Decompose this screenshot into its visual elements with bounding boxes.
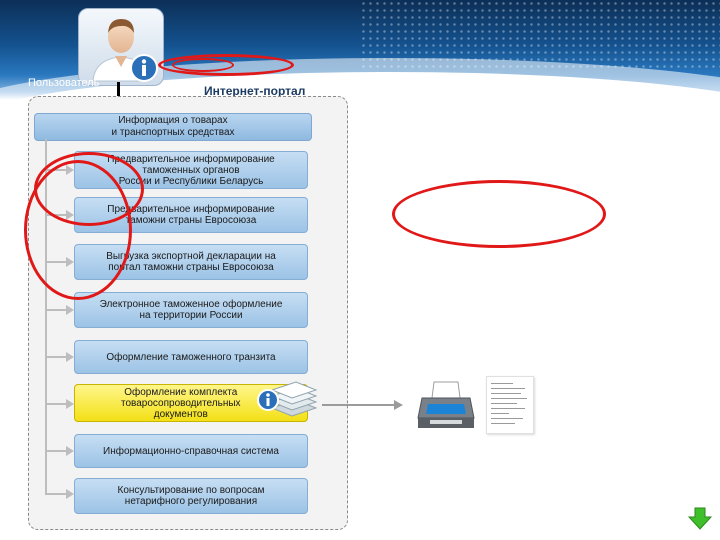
service-item-label: Оформление комплекта товаросопроводитель… [121,386,241,420]
service-item-label: Электронное таможенное оформление на тер… [99,299,283,321]
connector-tick [45,493,67,495]
connector-arrow [66,489,74,499]
service-item-reference-system[interactable]: Информационно-справочная система [74,434,308,468]
goods-info-box[interactable]: Информация о товарах и транспортных сред… [34,113,312,141]
service-item-label: Выгрузка экспортной декларации на портал… [106,251,276,273]
printer-icon[interactable] [416,376,476,432]
connector-arrow [66,305,74,315]
connector-arrow [66,399,74,409]
service-item-label: Информационно-справочная система [103,445,279,457]
output-connector [322,404,396,406]
service-item-transit[interactable]: Оформление таможенного транзита [74,340,308,374]
info-icon [130,54,158,82]
service-item-consulting[interactable]: Консультирование по вопросам нетарифного… [74,478,308,514]
service-item-label: Консультирование по вопросам нетарифного… [117,485,265,507]
down-arrow-line [117,82,120,104]
connector-tick [45,356,67,358]
connector-tick [45,450,67,452]
goods-info-label: Информация о товарах и транспортных сред… [111,115,235,138]
annotation-oval-right [392,180,606,248]
service-item-label: Оформление таможенного транзита [106,351,276,363]
annotation-oval-portal [158,54,294,76]
annotation-oval-preliminary-2 [24,160,132,300]
user-tile[interactable] [78,8,164,86]
portal-label: Интернет-портал [204,84,306,98]
connector-arrow [66,352,74,362]
output-arrow [394,400,403,410]
connector-tick [45,403,67,405]
annotation-oval-portal-inner [172,58,234,72]
stack-icon [257,381,318,417]
service-item-label: Предварительное информирование таможни с… [107,204,275,226]
green-down-arrow-icon[interactable] [688,506,712,530]
connector-tick [45,309,67,311]
document-icon[interactable] [486,376,534,434]
service-item-electronic-clearance[interactable]: Электронное таможенное оформление на тер… [74,292,308,328]
tree-connector [45,139,47,493]
user-label: Пользователь [28,77,100,89]
connector-arrow [66,446,74,456]
